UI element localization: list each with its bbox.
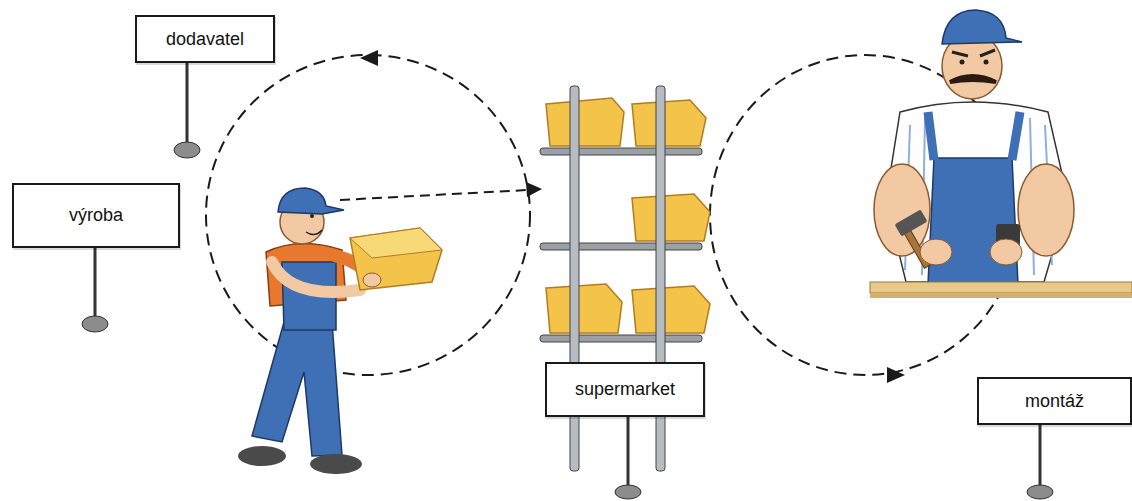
- sign-board: supermarket: [545, 362, 705, 417]
- stock-box: [632, 100, 706, 146]
- sign-base: [615, 485, 641, 499]
- worker-legs: [252, 322, 342, 456]
- worker-shoe: [310, 454, 362, 474]
- shelf-board: [540, 243, 702, 250]
- assembler-cap: [942, 10, 1022, 44]
- workbench: [870, 282, 1132, 293]
- worker-hand: [363, 273, 381, 287]
- sign-board: dodavatel: [135, 15, 275, 63]
- loop-circle: [206, 55, 530, 375]
- assembler-hand: [990, 239, 1022, 265]
- loop-arrowhead: [360, 50, 378, 66]
- sign-label: supermarket: [571, 379, 679, 400]
- assembler-eye: [984, 60, 989, 65]
- sign-base: [1027, 485, 1053, 499]
- worker-arm: [272, 262, 360, 292]
- sign-label: montáž: [1021, 391, 1088, 412]
- assembler-eye: [960, 60, 965, 65]
- worker-smile: [306, 230, 322, 235]
- assembler-arm: [874, 164, 930, 256]
- stock-box: [632, 286, 710, 333]
- worker-eye: [310, 214, 314, 218]
- assembler-arm: [1018, 164, 1074, 256]
- flow-arrowhead: [526, 182, 542, 197]
- sign-label: výroba: [65, 205, 127, 226]
- workbench-edge: [870, 293, 1132, 298]
- sign-base: [82, 316, 108, 332]
- sign-label: dodavatel: [162, 29, 248, 50]
- sign-board: montáž: [977, 377, 1132, 425]
- stock-box: [546, 284, 622, 333]
- sign-post: [627, 416, 630, 488]
- stock-box: [632, 194, 710, 241]
- assembler-hand: [920, 239, 952, 265]
- assembler-brow: [952, 50, 995, 56]
- sign-post: [1039, 424, 1042, 488]
- shelf-board: [540, 335, 702, 342]
- assembler-mustache: [950, 76, 996, 82]
- carried-box-top: [350, 228, 442, 258]
- sign-post: [94, 247, 97, 318]
- hammer-head: [895, 209, 928, 236]
- carried-box: [350, 228, 442, 290]
- worker-shoe: [238, 446, 286, 466]
- worker-cap: [278, 188, 344, 214]
- sign-base: [174, 142, 200, 158]
- sign-post: [186, 62, 189, 145]
- loop-arrowhead: [887, 367, 905, 383]
- overall-strap: [928, 112, 1020, 160]
- shelf-board: [540, 148, 702, 155]
- stock-box: [546, 98, 624, 146]
- sign-board: výroba: [12, 183, 180, 248]
- flow-arrow: [340, 190, 528, 200]
